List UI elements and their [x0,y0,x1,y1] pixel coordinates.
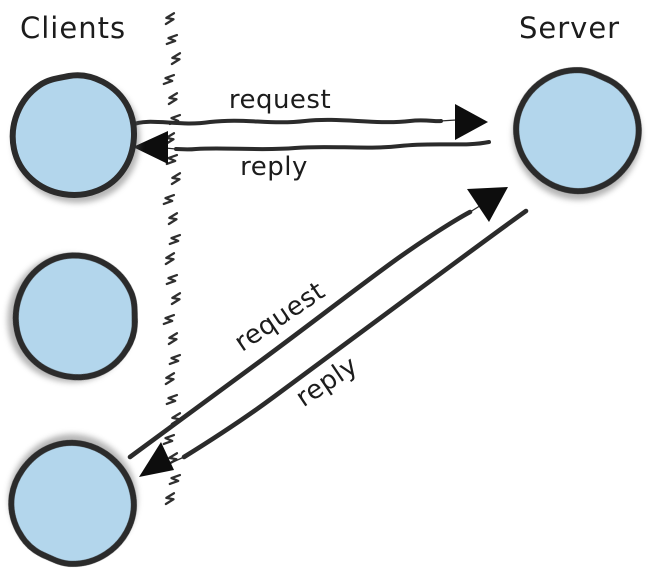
request-top-label: request [229,85,331,115]
client-node-2 [6,246,145,386]
boundary-dash-icon [168,472,182,487]
boundary-dash-icon [169,292,182,306]
edge-reply-diagonal: reply [139,208,529,477]
boundary-dash-icon [163,372,176,386]
boundary-dash-icon [169,52,182,66]
boundary-dash-icon [166,92,179,106]
boundary-dash-icon [166,332,179,346]
boundary-dash-icon [165,272,179,287]
reply-top-label: reply [240,152,308,182]
clients-title: Clients [20,11,126,45]
server-node-circle [493,47,658,215]
boundary-dash-icon [163,492,176,506]
client-node-3-circle [0,420,157,579]
boundary-dash-icon [165,392,179,407]
client-node-1 [13,75,134,195]
boundary-dash-icon [165,32,179,47]
edge-request-top: request [129,85,488,140]
boundary-dash-icon [169,172,182,186]
arrowhead-right-icon [455,104,488,140]
boundary-dash-icon [166,212,179,226]
client-node-2-circle [6,246,145,386]
edge-reply-top: reply [133,131,491,182]
boundary-dash-icon [162,312,176,327]
boundary-dash-icon [162,432,176,447]
boundary-dash-icon [162,72,176,87]
request-top-line [129,117,443,127]
request-diagonal-line [127,209,473,460]
arrowhead-left-icon [133,131,168,164]
boundary-dash-icon [162,192,176,207]
client-node-3 [0,420,157,579]
arrowhead-upright-icon [467,187,508,222]
boundary-dash-icon [168,232,182,247]
arrowhead-downleft-icon [139,442,174,477]
server-node [493,47,658,215]
boundary-dash-icon [163,12,176,26]
client-node-1-circle [13,75,134,195]
boundary-dash-icon [168,352,182,367]
boundary-dash-icon [163,252,176,266]
request-top-line-tip [439,119,457,122]
reply-top-line [174,140,491,152]
server-title: Server [519,11,620,45]
reply-diagonal-line [181,208,529,460]
boundary-dash-icon [165,152,179,167]
edge-request-diagonal: request [127,187,508,460]
